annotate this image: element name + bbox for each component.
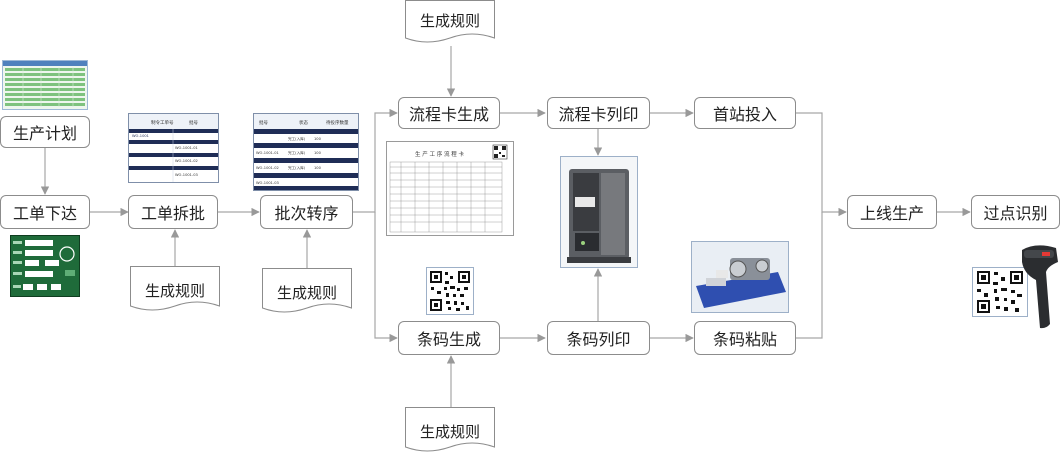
node-scan-label: 过点识别 <box>983 204 1048 223</box>
batch-row-2-status: 完工(入库) <box>288 165 306 170</box>
node-plan-label: 生产计划 <box>12 124 77 143</box>
node-plan: 生产计划 <box>0 116 90 148</box>
node-online: 上线生产 <box>847 195 937 229</box>
scan-qr-image <box>972 267 1028 317</box>
node-split: 工单拆批 <box>128 195 218 229</box>
node-card-print: 流程卡列印 <box>547 97 650 129</box>
node-barcode-print: 条码列印 <box>547 321 650 355</box>
split-table-row-3: WO-1001-03 <box>175 173 198 177</box>
node-card-gen-label: 流程卡生成 <box>408 105 489 124</box>
batch-table-header-0: 批号 <box>259 119 268 126</box>
printer-image <box>560 156 638 268</box>
label-applicator-image <box>691 241 789 313</box>
batch-row-0-status: 完工(入库) <box>288 136 306 141</box>
rule-doc-top-label: 生成规则 <box>419 12 480 30</box>
node-barcode-paste: 条码粘贴 <box>694 321 796 355</box>
node-batch-label: 批次转序 <box>274 204 339 223</box>
batch-table-header-2: 待投序数量 <box>326 119 349 126</box>
rule-doc-batch: 生成规则 <box>262 268 352 316</box>
split-table-row-0: WO-1001 <box>132 134 149 138</box>
barcode-scanner-image <box>1016 240 1061 330</box>
batch-row-1-qty: 100 <box>314 151 322 155</box>
rule-doc-split-label: 生成规则 <box>144 282 205 300</box>
rule-doc-batch-label: 生成规则 <box>276 284 337 302</box>
batch-table-image: 批号 状态 待投序数量 完工(入库) 100 WO-1001-01 完工(入库)… <box>253 113 359 191</box>
batch-row-2-qty: 100 <box>314 166 322 170</box>
rule-doc-split: 生成规则 <box>130 266 220 314</box>
rule-doc-top: 生成规则 <box>405 0 495 46</box>
rule-doc-bottom-label: 生成规则 <box>419 423 480 441</box>
node-split-label: 工单拆批 <box>140 204 205 223</box>
batch-row-2-id: WO-1001-02 <box>256 166 279 170</box>
flow-card-image: 生 产 工 序 流 程 卡 <box>386 141 514 236</box>
order-form-image <box>10 235 80 297</box>
rule-doc-bottom: 生成规则 <box>405 407 495 455</box>
node-batch: 批次转序 <box>260 195 353 229</box>
flow-card-title: 生 产 工 序 流 程 卡 <box>415 150 464 158</box>
qr-code-image <box>426 267 474 315</box>
node-card-print-label: 流程卡列印 <box>558 105 639 124</box>
split-table-row-1: WO-1001-01 <box>175 146 198 150</box>
node-order-label: 工单下达 <box>12 204 77 223</box>
batch-row-0-qty: 100 <box>314 137 322 141</box>
node-barcode-paste-label: 条码粘贴 <box>712 330 777 349</box>
plan-spreadsheet-image <box>2 60 88 110</box>
node-online-label: 上线生产 <box>859 204 924 223</box>
split-table-header-batch: 批号 <box>189 119 198 126</box>
batch-row-3-id: WO-1001-03 <box>256 181 279 185</box>
node-barcode-gen-label: 条码生成 <box>416 330 481 349</box>
node-barcode-print-label: 条码列印 <box>566 330 631 349</box>
node-barcode-gen: 条码生成 <box>398 321 500 355</box>
node-order: 工单下达 <box>0 195 90 229</box>
split-table-image: 制令工单号 批号 WO-1001 WO-1001-01 WO-1001-02 W… <box>128 113 219 183</box>
node-card-gen: 流程卡生成 <box>398 97 500 129</box>
node-scan: 过点识别 <box>971 195 1060 229</box>
node-first-station-label: 首站投入 <box>712 105 777 124</box>
batch-row-1-id: WO-1001-01 <box>256 151 279 155</box>
split-table-header-order: 制令工单号 <box>151 119 174 126</box>
batch-row-1-status: 完工(入库) <box>288 150 306 155</box>
split-table-row-2: WO-1001-02 <box>175 159 198 163</box>
batch-table-header-1: 状态 <box>299 119 308 126</box>
node-first-station: 首站投入 <box>694 97 796 129</box>
